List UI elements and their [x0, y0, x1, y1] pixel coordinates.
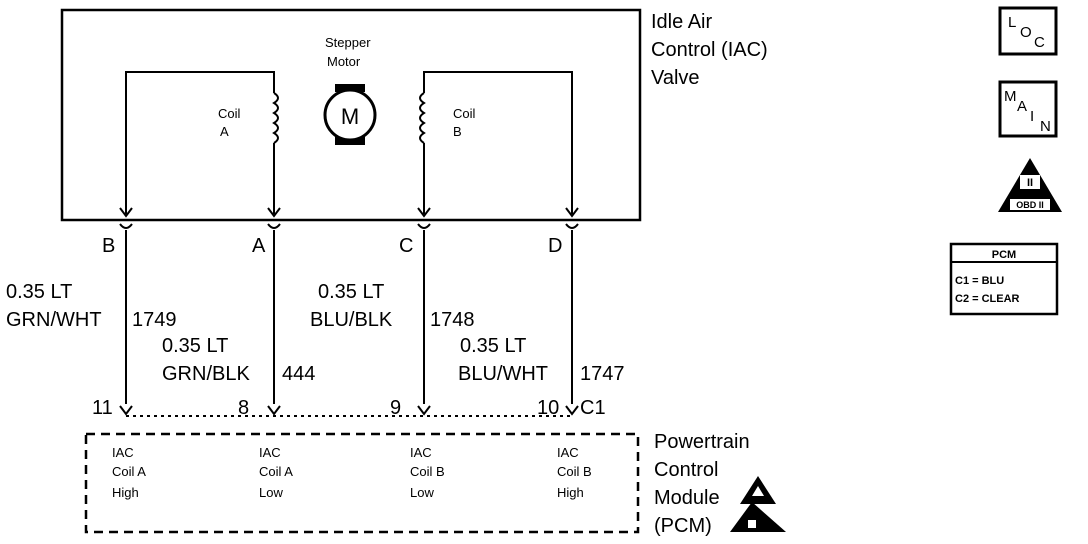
main-i: I	[1030, 108, 1034, 125]
driver-4-line2: Coil B	[557, 464, 592, 479]
main-m: M	[1004, 88, 1017, 105]
terminal-b-label: B	[102, 235, 115, 257]
main-n: N	[1040, 118, 1051, 135]
coil-a-label-line2: A	[220, 124, 229, 139]
pcm-legend-line1: C1 = BLU	[955, 275, 1004, 287]
driver-coil-a-high: IAC Coil A High	[112, 445, 146, 500]
coil-a-wire-top	[125, 71, 275, 214]
wire-1748-color: BLU/BLK	[310, 309, 393, 331]
driver-2-line1: IAC	[259, 445, 281, 460]
terminal-a-label: A	[252, 235, 266, 257]
motor-label-line1: Stepper	[325, 35, 371, 50]
obd-roman: II	[1027, 177, 1033, 189]
iac-title-line1: Idle Air	[651, 11, 712, 33]
driver-2-line3: Low	[259, 485, 283, 500]
pcm-pin-8: 8	[238, 397, 249, 419]
obd-ii-icon: II OBD II	[998, 158, 1062, 212]
motor-label-line2: Motor	[327, 54, 361, 69]
iac-valve-housing	[60, 8, 642, 222]
driver-3-line1: IAC	[410, 445, 432, 460]
valve-pin-arrows	[119, 207, 579, 229]
terminal-d-label: D	[548, 235, 562, 257]
coil-b-label-line1: Coil	[453, 106, 476, 121]
iac-title-line3: Valve	[651, 67, 700, 89]
wire-444-gauge: 0.35 LT	[162, 335, 228, 357]
driver-coil-b-low: IAC Coil B Low	[410, 445, 445, 500]
pcm-legend-title: PCM	[992, 249, 1016, 261]
driver-4-line3: High	[557, 485, 584, 500]
driver-1-line1: IAC	[112, 445, 134, 460]
wire-1747-gauge: 0.35 LT	[460, 335, 526, 357]
loc-icon: L O C	[998, 6, 1058, 56]
pcm-title-line4: (PCM)	[654, 515, 712, 537]
coil-b-label-line2: B	[453, 124, 462, 139]
main-icon: M A I N	[998, 80, 1058, 138]
loc-o: O	[1020, 24, 1032, 41]
pcm-pin-10: 10	[537, 397, 559, 419]
terminal-c-label: C	[399, 235, 413, 257]
esd-warning-icon	[740, 476, 776, 504]
coil-b-winding-icon	[419, 92, 426, 144]
driver-3-line2: Coil B	[410, 464, 445, 479]
driver-1-line3: High	[112, 485, 139, 500]
driver-1-line2: Coil A	[112, 464, 146, 479]
pcm-title-line2: Control	[654, 459, 718, 481]
driver-3-line3: Low	[410, 485, 434, 500]
driver-2-line2: Coil A	[259, 464, 293, 479]
pcm-pin-9: 9	[390, 397, 401, 419]
loc-c: C	[1034, 34, 1045, 51]
pcm-connector-legend: PCM C1 = BLU C2 = CLEAR	[949, 242, 1059, 316]
pcm-module-box	[84, 432, 640, 534]
esd-warning-icon-2	[730, 502, 786, 532]
pcm-pin-11: 11	[92, 397, 113, 419]
harness-wires	[125, 230, 573, 404]
wire-1748-circuit: 1748	[430, 309, 475, 331]
wire-444-color: GRN/BLK	[162, 363, 250, 385]
pcm-pin-arrows	[119, 405, 579, 416]
motor-symbol: M	[341, 104, 359, 129]
wire-1749-circuit: 1749	[132, 309, 177, 331]
coil-a-label-line1: Coil	[218, 106, 241, 121]
coil-a-winding-icon	[272, 92, 279, 144]
wire-1749-gauge: 0.35 LT	[6, 281, 72, 303]
loc-l: L	[1008, 14, 1016, 31]
wire-444-circuit: 444	[282, 363, 315, 385]
coil-b-wire-top	[423, 71, 573, 214]
stepper-motor-icon: M	[323, 84, 377, 145]
main-a: A	[1017, 98, 1027, 115]
wire-1748-gauge: 0.35 LT	[318, 281, 384, 303]
connector-c1-label: C1	[580, 397, 606, 419]
driver-coil-b-high: IAC Coil B High	[557, 445, 592, 500]
pcm-title-line1: Powertrain	[654, 431, 750, 453]
iac-title-line2: Control (IAC)	[651, 39, 768, 61]
wire-1747-color: BLU/WHT	[458, 363, 548, 385]
wire-1747-circuit: 1747	[580, 363, 625, 385]
driver-coil-a-low: IAC Coil A Low	[259, 445, 293, 500]
pcm-legend-line2: C2 = CLEAR	[955, 293, 1020, 305]
wire-1749-color: GRN/WHT	[6, 309, 102, 331]
obd-label: OBD II	[1016, 200, 1044, 210]
driver-4-line1: IAC	[557, 445, 579, 460]
pcm-title-line3: Module	[654, 487, 720, 509]
